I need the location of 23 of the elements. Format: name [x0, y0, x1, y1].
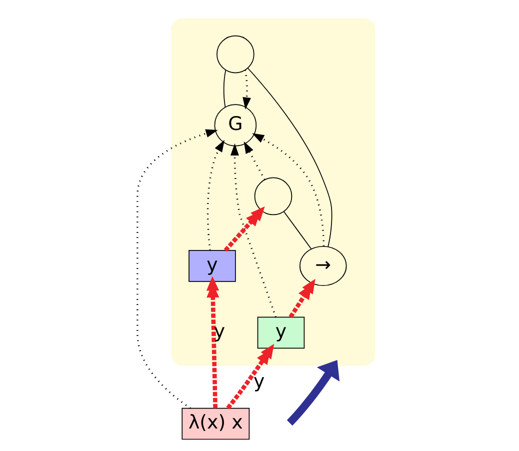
arrow [230, 143, 277, 318]
connector [223, 70, 226, 108]
arrow [206, 276, 220, 408]
edge-label: y [253, 370, 265, 392]
connector [283, 211, 312, 250]
node-circle [254, 177, 292, 216]
connector [247, 68, 332, 248]
arrow [136, 129, 218, 409]
node-ellipse: → [299, 246, 347, 286]
arrow [226, 344, 274, 410]
node-box: y [188, 250, 236, 282]
arrow [206, 140, 225, 250]
arrow [252, 133, 325, 246]
arrow [286, 360, 340, 426]
arrow [288, 278, 316, 318]
node-circle: G [214, 104, 257, 146]
arrow [224, 206, 265, 252]
node-box: y [257, 316, 305, 349]
arrow [242, 70, 251, 110]
arrow [244, 141, 266, 180]
node-box: λ(x) x [182, 408, 250, 440]
edge-label: y [214, 320, 226, 342]
node-circle [216, 35, 254, 74]
